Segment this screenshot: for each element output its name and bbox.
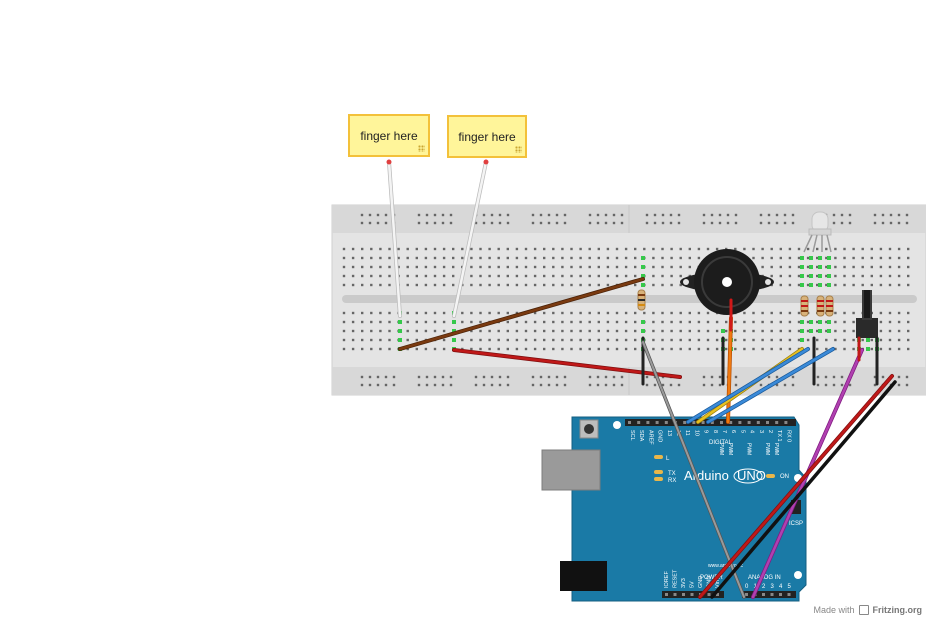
resistor[interactable] <box>816 295 825 317</box>
sticky-note-2[interactable]: finger here <box>447 115 527 158</box>
power-pin-label: 5V <box>690 581 696 588</box>
digital-pin-label: GND <box>657 430 663 442</box>
piezo-buzzer[interactable] <box>680 249 774 315</box>
touch-probe-1[interactable] <box>386 159 402 318</box>
power-pin-label: GND <box>707 576 713 588</box>
tx-led-label: TX <box>668 471 676 477</box>
mount-hole <box>794 571 802 579</box>
digital-pin-label: 11 <box>684 430 690 436</box>
sticky-note-1-label: finger here <box>360 128 418 143</box>
analog-in-label: ANALOG IN <box>748 575 781 581</box>
pwm-label: PWM <box>718 443 724 455</box>
icsp-header <box>791 500 801 514</box>
digital-pin-label: SDA <box>638 430 644 442</box>
resistor[interactable] <box>825 295 834 317</box>
usb-port <box>541 449 601 491</box>
power-pin-label: IOREF <box>664 571 670 588</box>
pwm-label: PWM <box>764 443 770 455</box>
analog-pin-label: 5 <box>788 584 792 590</box>
analog-header <box>742 591 796 598</box>
resistor[interactable] <box>637 289 646 311</box>
resize-grip-icon[interactable] <box>418 145 425 152</box>
digital-pin-label: 10 <box>693 430 699 436</box>
arduino-uno-board[interactable]: Arduino UNO www.arduino.cc ON ICSP DIGIT… <box>541 416 807 602</box>
made-with-text: Made with <box>813 605 855 615</box>
power-pin-label: 3V3 <box>681 578 687 588</box>
digital-pin-label: 3 <box>758 430 764 433</box>
rx-led-label: RX <box>668 478 676 484</box>
fritzing-logo-icon <box>858 605 869 615</box>
digital-pin-label: 6 <box>730 430 736 433</box>
icsp-label: ICSP <box>789 521 803 527</box>
analog-pin-label: 4 <box>779 584 783 590</box>
pwm-label: PWM <box>773 443 779 455</box>
l-led-label: L <box>666 456 670 462</box>
power-jack <box>560 561 607 591</box>
pwm-label: PWM <box>727 443 733 455</box>
digital-pin-label: 13 <box>666 430 672 436</box>
digital-pin-label: 4 <box>749 430 755 433</box>
digital-pin-label: 2 <box>767 430 773 433</box>
sticky-note-2-label: finger here <box>458 129 516 144</box>
analog-pin-label: 2 <box>762 584 766 590</box>
digital-pin-label: RX 0 <box>785 430 791 442</box>
reset-button[interactable] <box>584 424 594 434</box>
mount-hole <box>613 421 621 429</box>
on-led-label: ON <box>780 474 789 480</box>
rgb-led[interactable] <box>803 211 832 253</box>
digital-pin-label: 9 <box>703 430 709 433</box>
touch-probe-2[interactable] <box>452 159 489 318</box>
fritzing-credit: Made with Fritzing.org <box>813 605 922 615</box>
resistor[interactable] <box>800 295 809 317</box>
digital-label: DIGITAL <box>709 440 733 446</box>
digital-pin-label: TX 1 <box>776 430 782 442</box>
digital-pin-label: 7 <box>721 430 727 433</box>
sticky-note-1[interactable]: finger here <box>348 114 430 157</box>
power-label: POWER <box>700 575 723 581</box>
breadboard-center-channel <box>342 295 917 303</box>
digital-pin-label: AREF <box>647 430 653 445</box>
resize-grip-icon[interactable] <box>515 146 522 153</box>
analog-pin-label: 0 <box>745 584 749 590</box>
potentiometer[interactable] <box>856 290 878 338</box>
arduino-brand-text: Arduino <box>684 468 729 483</box>
digital-pin-label: SCL <box>629 430 635 441</box>
power-pin-label: Vin <box>715 580 721 588</box>
jumper-wires[interactable] <box>398 277 897 599</box>
analog-pin-label: 3 <box>771 584 775 590</box>
fritzing-brand-text: Fritzing.org <box>872 605 923 615</box>
pwm-label: PWM <box>745 443 751 455</box>
power-pin-label: RESET <box>673 569 679 588</box>
digital-pin-label: 5 <box>739 430 745 433</box>
status-leds <box>654 455 775 481</box>
power-pin-label: GND <box>698 576 704 588</box>
breadboard[interactable] <box>331 204 926 396</box>
digital-pin-label: 8 <box>712 430 718 433</box>
